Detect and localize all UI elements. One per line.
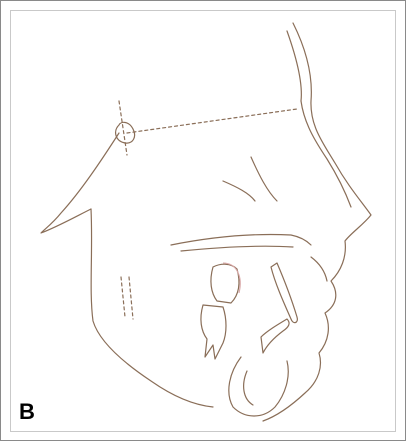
sella-nasion-line [127, 109, 297, 133]
panel-label: B [19, 401, 35, 423]
mandible-inner [244, 371, 253, 405]
sella-vertical-line [119, 101, 127, 155]
soft-tissue-forehead-nose [263, 23, 371, 421]
mandible-posterior [91, 209, 213, 407]
lower-molar [201, 305, 226, 359]
pterygoid-mark-2 [129, 277, 133, 319]
palate-underside [181, 246, 293, 251]
upper-incisor [271, 263, 297, 323]
lip-line [311, 257, 327, 281]
zygomatic-curve [223, 181, 255, 201]
upper-molar [211, 264, 239, 303]
cranial-base-line [41, 133, 119, 233]
pterygoid-mark-1 [121, 277, 125, 317]
lower-incisor [261, 319, 289, 353]
frontal-contour [287, 31, 301, 101]
palatal-plane [171, 234, 311, 245]
mandible-symphysis [229, 357, 288, 416]
orbit-floor-curve [251, 157, 277, 201]
nasal-bone-line [301, 101, 351, 207]
